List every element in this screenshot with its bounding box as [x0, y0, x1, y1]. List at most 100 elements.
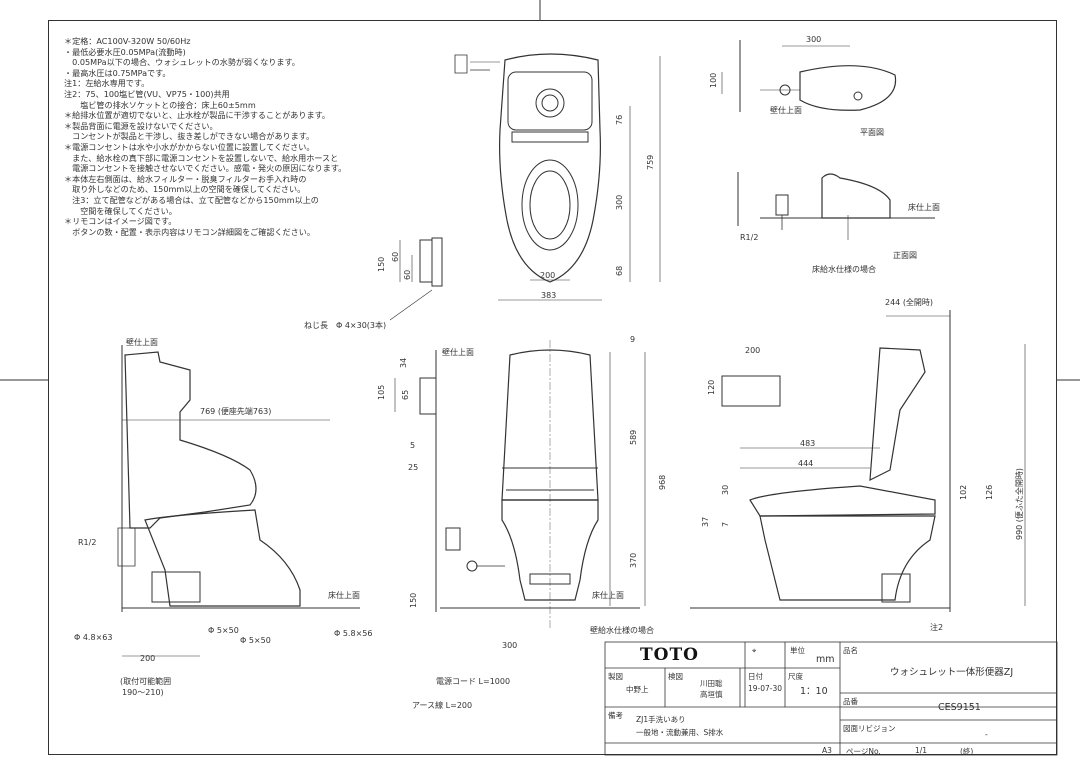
name-label: 品名 [843, 646, 858, 655]
date-label: 日付 [748, 672, 763, 681]
top-view [454, 53, 661, 301]
plan-view [721, 40, 897, 112]
dim-968: 968 [658, 475, 667, 490]
label-full-open: 244 (全開時) [885, 297, 933, 307]
note-line: 空間を確保してください。 [64, 205, 177, 216]
note-line: ＊電源コンセントは水や小水がかからない位置に設置してください。 [64, 141, 315, 152]
unit-label: 単位 [790, 646, 805, 655]
side-view-right [690, 310, 1026, 612]
unit-value: mm [816, 654, 835, 665]
note-line: ＊定格：AC100V-320W 50/60Hz [64, 36, 191, 46]
model-number: CES9151 [938, 702, 981, 713]
dim-9: 9 [630, 335, 635, 344]
note-line: ・最高水圧は0.75MPaです。 [64, 67, 171, 78]
dim-rem-60a: 60 [391, 252, 400, 262]
dim-plan-300: 300 [806, 35, 821, 44]
remote-side-view [389, 237, 443, 321]
note-line: ＊給排水位置が適切でないと、止水栓が製品に干渉することがあります。 [64, 110, 330, 121]
dim-plan-100: 100 [709, 73, 718, 88]
label-r12-left: R1/2 [78, 538, 96, 547]
notes-block: ＊定格：AC100V-320W 50/60Hz ・最低必要水圧0.05MPa(流… [64, 36, 394, 237]
front-view-main [440, 340, 646, 630]
dim-65: 65 [401, 390, 410, 400]
note-2: 一般地・流動兼用、S排水 [636, 728, 724, 737]
revision-value: - [985, 730, 988, 739]
model-label: 品番 [843, 697, 858, 706]
checked-by-2: 高垣慎 [700, 690, 723, 699]
drawing-frame [48, 20, 1057, 755]
dim-34: 34 [399, 358, 408, 368]
dim-444: 444 [798, 459, 813, 468]
note-line: 注3：立て配管などがある場合は、立て配管などから150mm以上の [64, 194, 319, 205]
label-install-range: (取付可能範囲 [120, 676, 171, 686]
label-front-view: 正面図 [893, 251, 917, 260]
dim-25: 25 [408, 463, 418, 472]
drawn-label: 製図 [608, 672, 623, 681]
dim-105: 105 [377, 385, 386, 400]
note-line: ＊リモコンはイメージ図です。 [64, 216, 177, 227]
scale-label: 尺度 [788, 672, 803, 681]
label-floor-1: 床仕上面 [908, 202, 940, 212]
dim-r-120: 120 [707, 380, 716, 395]
dim-30: 30 [721, 485, 730, 495]
paper-size: A3 [822, 746, 832, 755]
label-floor-supply: 床給水仕様の場合 [812, 264, 876, 274]
dim-370: 370 [629, 553, 638, 568]
dim-rem-150: 150 [377, 257, 386, 272]
dim-f-150: 150 [409, 593, 418, 608]
note-label: 備考 [608, 711, 623, 720]
note-line: 注1：左給水専用です。 [64, 78, 150, 89]
dim-76: 76 [615, 115, 624, 125]
label-floor-2: 床仕上面 [328, 590, 360, 600]
dim-7: 7 [721, 522, 730, 527]
product-name: ウォシュレット一体形便器ZJ [890, 667, 1014, 678]
page-end: (終) [960, 747, 974, 756]
label-seat-tip: 769 (便座先端763) [200, 406, 271, 416]
note-line: 塩ビ管の排水ソケットとの接合：床上60±5mm [64, 99, 256, 110]
dim-102: 102 [959, 485, 968, 500]
label-screw: ねじ長 Φ 4×30(3本) [304, 320, 386, 330]
dim-759: 759 [646, 155, 655, 170]
note-line: ＊製品背面に電源を設けないでください。 [64, 120, 218, 131]
label-wall-top-2: 壁仕上面 [126, 337, 158, 347]
note-line: 取り外しなどのため、150mm以上の空間を確保してください。 [64, 184, 306, 195]
label-install-range-val: 190～210) [122, 688, 164, 697]
note-line: ・最低必要水圧0.05MPa(流動時) [64, 46, 186, 57]
note-line: また、給水栓の真下部に電源コンセントを設置しないで、給水用ホースと [64, 152, 339, 163]
dim-phi58: Φ 5.8×56 [334, 629, 372, 638]
label-wall-top-3: 壁仕上面 [442, 347, 474, 357]
note-line: ＊本体左右側面は、給水フィルター・脱臭フィルターお手入れ時の [64, 173, 307, 184]
note-line: 電源コンセントを接触させないでください。感電・発火の原因になります。 [64, 163, 347, 174]
dim-37: 37 [701, 517, 710, 527]
title-block-lines [604, 641, 1058, 756]
dim-483: 483 [800, 439, 815, 448]
note-line: 注2：75、100塩ビ管(VU、VP75・100)共用 [64, 88, 230, 99]
label-power-cord: 電源コード L=1000 [436, 677, 510, 686]
dim-200: 200 [540, 271, 555, 280]
remote-front-view [394, 350, 461, 612]
dim-126: 126 [985, 485, 994, 500]
note-line: 0.05MPa以下の場合、ウォシュレットの水勢が弱くなります。 [64, 57, 300, 68]
dim-589: 589 [629, 430, 638, 445]
revision-label: 図面リビジョン [843, 724, 896, 733]
brand-logo: TOTO [640, 645, 699, 665]
note-1: ZJ1手洗いあり [636, 715, 686, 724]
compass-icon: ⌖ [752, 646, 757, 655]
drawn-by: 中野上 [626, 685, 649, 694]
page-label: ページNo. [846, 747, 881, 756]
dim-phi5a: Φ 5×50 [208, 626, 239, 635]
front-view-small [737, 172, 935, 240]
dim-68: 68 [615, 266, 624, 276]
label-wall-top-1: 壁仕上面 [770, 105, 802, 115]
note-line: ボタンの数・配置・表示内容はリモコン詳細図をご確認ください。 [64, 226, 315, 237]
dim-f-300: 300 [502, 641, 517, 650]
date-value: 19-07-30 [748, 684, 783, 693]
dim-phi48: Φ 4.8×63 [74, 633, 112, 642]
label-note2: 注2 [930, 622, 943, 632]
check-label: 検図 [668, 672, 683, 681]
checked-by-1: 川田聡 [700, 679, 723, 688]
dim-s-200: 200 [140, 654, 155, 663]
page-number: 1/1 [915, 746, 928, 755]
